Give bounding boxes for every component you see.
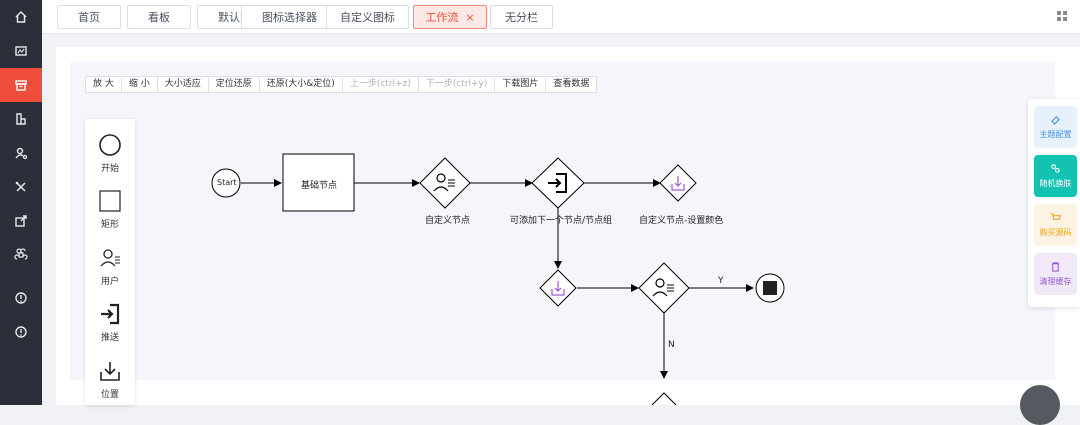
- sidebar-item-home[interactable]: [0, 0, 42, 34]
- download-image-button[interactable]: 下载图片: [495, 77, 547, 92]
- sidebar-item-alert-2[interactable]: [0, 315, 42, 349]
- flow-canvas[interactable]: [70, 62, 1055, 380]
- edge-no-label: N: [668, 340, 675, 350]
- edge-yes-label: Y: [718, 276, 724, 286]
- undo-button[interactable]: 上一步(ctrl+z): [343, 77, 419, 92]
- command-icon: [14, 248, 28, 260]
- fit-size-button[interactable]: 大小适应: [158, 77, 209, 92]
- zoom-in-button[interactable]: 放 大: [86, 77, 122, 92]
- palette-item-rectangle[interactable]: 矩形: [85, 189, 135, 230]
- zoom-out-button[interactable]: 缩 小: [122, 77, 158, 92]
- node-palette: 开始 矩形 用户 推送 位置: [85, 119, 135, 405]
- start-node-label: Start: [217, 178, 237, 187]
- shuffle-icon: [1051, 164, 1060, 173]
- view-data-button[interactable]: 查看数据: [553, 79, 590, 89]
- addable-node-label: 可添加下一个节点/节点组: [510, 216, 613, 226]
- theme-button-label: 购买源码: [1039, 228, 1072, 237]
- sidebar-item-alert-1[interactable]: [0, 281, 42, 315]
- clear-cache-button[interactable]: 清理缓存: [1034, 253, 1077, 295]
- redo-button[interactable]: 下一步(ctrl+y): [419, 77, 496, 92]
- download-icon: [100, 362, 120, 381]
- palette-label: 位置: [100, 390, 119, 400]
- document-icon: [16, 113, 26, 125]
- theme-panel: 主题配置 随机换肤 购买源码 清理缓存: [1028, 99, 1080, 307]
- tab-home[interactable]: 首页: [57, 5, 121, 29]
- trash-icon: [1051, 262, 1060, 272]
- sidebar: [0, 0, 42, 405]
- tab-workflow[interactable]: 工作流 ×: [413, 5, 487, 29]
- palette-label: 开始: [100, 164, 119, 174]
- sidebar-item-tools[interactable]: [0, 170, 42, 204]
- tab-label: 看板: [148, 11, 170, 24]
- colored-node-label: 自定义节点-设置颜色: [639, 216, 724, 226]
- tab-label: 自定义图标: [340, 11, 395, 24]
- user-settings-icon: [15, 147, 28, 160]
- reset-all-button[interactable]: 还原(大小&定位): [260, 77, 343, 92]
- sidebar-item-workflow[interactable]: [0, 68, 42, 102]
- palette-label: 用户: [100, 277, 119, 287]
- tab-label: 图标选择器: [262, 11, 317, 24]
- tab-no-columns[interactable]: 无分栏: [490, 5, 553, 29]
- tab-custom-icons[interactable]: 自定义图标: [326, 5, 409, 29]
- push-icon: [101, 303, 120, 325]
- palette-item-push[interactable]: 推送: [85, 302, 135, 343]
- palette-item-user[interactable]: 用户: [85, 246, 135, 287]
- tab-label: 工作流: [425, 11, 459, 24]
- theme-button-label: 清理缓存: [1039, 277, 1072, 286]
- palette-item-start[interactable]: 开始: [85, 133, 135, 174]
- theme-button-label: 主题配置: [1039, 130, 1072, 139]
- cart-icon: [1050, 213, 1061, 220]
- external-link-icon: [15, 215, 27, 227]
- alert-icon: [15, 326, 27, 338]
- reset-position-button[interactable]: 定位还原: [209, 77, 260, 92]
- palette-icon: [1051, 115, 1060, 125]
- circle-icon: [99, 134, 121, 156]
- tab-icon-picker[interactable]: 图标选择器: [241, 5, 338, 29]
- custom-node-label: 自定义节点: [425, 216, 471, 226]
- floating-action-button[interactable]: [1020, 385, 1060, 425]
- dashboard-icon: [15, 46, 27, 56]
- home-icon: [15, 10, 27, 23]
- basic-node-label: 基础节点: [301, 181, 338, 191]
- sidebar-item-user-settings[interactable]: [0, 136, 42, 170]
- sidebar-item-document[interactable]: [0, 102, 42, 136]
- canvas-toolbar: 放 大 缩 小 大小适应 定位还原 还原(大小&定位) 上一步(ctrl+z) …: [85, 76, 598, 93]
- random-skin-button[interactable]: 随机换肤: [1034, 155, 1077, 197]
- tabs-bar: 首页 看板 默认图标 图标选择器 自定义图标 工作流× 无分栏: [42, 0, 1080, 34]
- palette-label: 推送: [100, 333, 119, 343]
- sidebar-item-dashboard[interactable]: [0, 34, 42, 68]
- sidebar-item-external[interactable]: [0, 204, 42, 238]
- rectangle-icon: [99, 190, 121, 212]
- buy-source-button[interactable]: 购买源码: [1034, 204, 1077, 246]
- tab-label: 无分栏: [505, 11, 538, 24]
- alert-icon: [15, 292, 27, 304]
- tools-icon: [15, 181, 26, 192]
- palette-label: 矩形: [100, 220, 119, 230]
- archive-icon: [15, 80, 27, 91]
- sidebar-item-command[interactable]: [0, 238, 42, 272]
- theme-button-label: 随机换肤: [1039, 179, 1072, 188]
- tab-dashboard[interactable]: 看板: [127, 5, 191, 29]
- theme-config-button[interactable]: 主题配置: [1034, 106, 1077, 148]
- grid-menu-icon[interactable]: [1056, 10, 1068, 22]
- tab-label: 首页: [78, 11, 100, 24]
- close-icon[interactable]: ×: [465, 10, 475, 24]
- palette-item-location[interactable]: 位置: [85, 359, 135, 400]
- user-icon: [100, 249, 120, 267]
